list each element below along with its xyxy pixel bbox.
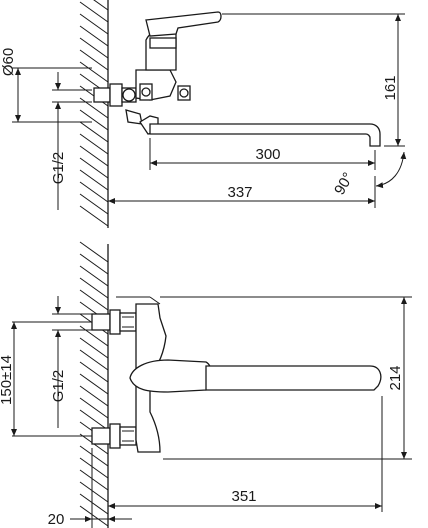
dim-height-front-label: 214 [387, 365, 404, 390]
fitting-top [93, 83, 137, 107]
dim-spout-label: 300 [255, 146, 280, 163]
wall-hatch-line [79, 121, 109, 143]
dim-diameter: Ø60 [0, 48, 92, 123]
dim-reach-top: 337 [108, 176, 376, 208]
wall-top [79, 0, 109, 228]
dim-diameter-label: Ø60 [0, 48, 17, 76]
spout-top [149, 123, 381, 147]
wall-hatch-line [79, 253, 109, 275]
wall-hatch-line [79, 361, 109, 383]
wall-hatch-line [79, 409, 109, 431]
dim-spout: 300 [149, 138, 376, 170]
dim-centers-label: 150±14 [0, 355, 15, 405]
dim-wall-label: 20 [48, 511, 65, 528]
dim-height-top: 161 [222, 13, 405, 147]
wall-front [79, 241, 109, 528]
wall-hatch-line [79, 469, 109, 491]
wall-hatch-line [79, 49, 109, 71]
dim-thread-front: G1/2 [50, 296, 92, 428]
wall-hatch-line [79, 13, 109, 35]
wall-hatch-line [79, 445, 109, 467]
wall-hatch-line [79, 493, 109, 515]
dim-thread-top: G1/2 [50, 72, 92, 210]
front-view: 150±14 G1/2 214 351 [0, 241, 412, 528]
dim-angle-label: 90° [331, 170, 357, 198]
wall-hatch-line [79, 181, 109, 203]
dim-reach-front-label: 351 [231, 488, 256, 505]
fitting-upper [91, 309, 137, 335]
wall-hatch-line [79, 265, 109, 287]
wall-hatch-line [79, 133, 109, 155]
wall-hatch-line [79, 25, 109, 47]
wall-hatch-line [79, 1, 109, 23]
dim-reach-front: 351 [108, 396, 383, 512]
dim-reach-top-label: 337 [227, 184, 252, 201]
wall-hatch-line [79, 337, 109, 359]
fitting-lower [91, 423, 137, 449]
wall-hatch-line [79, 109, 109, 131]
dim-height-front: 214 [160, 296, 412, 460]
wall-hatch-line [79, 97, 109, 119]
wall-hatch-line [79, 157, 109, 179]
mixer-body-top [125, 11, 222, 135]
wall-hatch-line [79, 205, 109, 227]
wall-hatch-line [79, 289, 109, 311]
dim-wall: 20 [48, 448, 132, 528]
dim-centers: 150±14 [0, 321, 92, 437]
wall-hatch-line [79, 397, 109, 419]
top-view: Ø60 G1/2 161 300 90° [0, 0, 407, 228]
wall-hatch-line [93, 0, 109, 11]
wall-hatch-line [79, 505, 109, 527]
lever-front [129, 359, 213, 393]
wall-hatch-line [79, 481, 109, 503]
dim-height-top-label: 161 [382, 75, 399, 100]
dim-thread-top-label: G1/2 [50, 152, 67, 185]
spout-front [205, 365, 382, 391]
mixer-body-front [116, 296, 167, 453]
wall-hatch-line [79, 277, 109, 299]
wall-hatch-line [79, 457, 109, 479]
wall-hatch-line [79, 373, 109, 395]
wall-hatch-line [79, 385, 109, 407]
wall-hatch-line [79, 349, 109, 371]
wall-hatch-line [79, 37, 109, 59]
wall-hatch-line [79, 193, 109, 215]
wall-hatch-line [79, 145, 109, 167]
dim-angle: 90° [331, 151, 407, 198]
wall-hatch-line [79, 61, 109, 83]
dim-thread-front-label: G1/2 [50, 370, 67, 403]
wall-hatch-line [79, 169, 109, 191]
wall-hatch-line [79, 241, 109, 263]
wall-hatch-line [79, 325, 109, 347]
